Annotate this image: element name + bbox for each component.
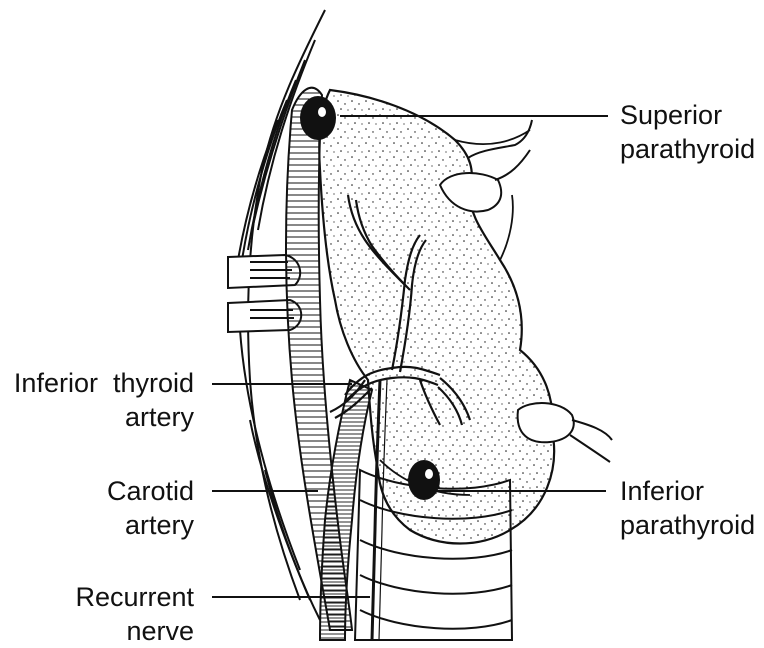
- label-recurrent-nerve: Recurrent nerve: [75, 580, 194, 648]
- label-inferior-thyroid-artery: Inferior thyroid artery: [14, 366, 194, 434]
- inferior-parathyroid-gland: [408, 460, 440, 500]
- superior-parathyroid-gland: [300, 96, 336, 140]
- label-inferior-parathyroid: Inferior parathyroid: [620, 474, 755, 542]
- label-superior-parathyroid: Superior parathyroid: [620, 98, 755, 166]
- label-carotid-artery: Carotid artery: [107, 474, 194, 542]
